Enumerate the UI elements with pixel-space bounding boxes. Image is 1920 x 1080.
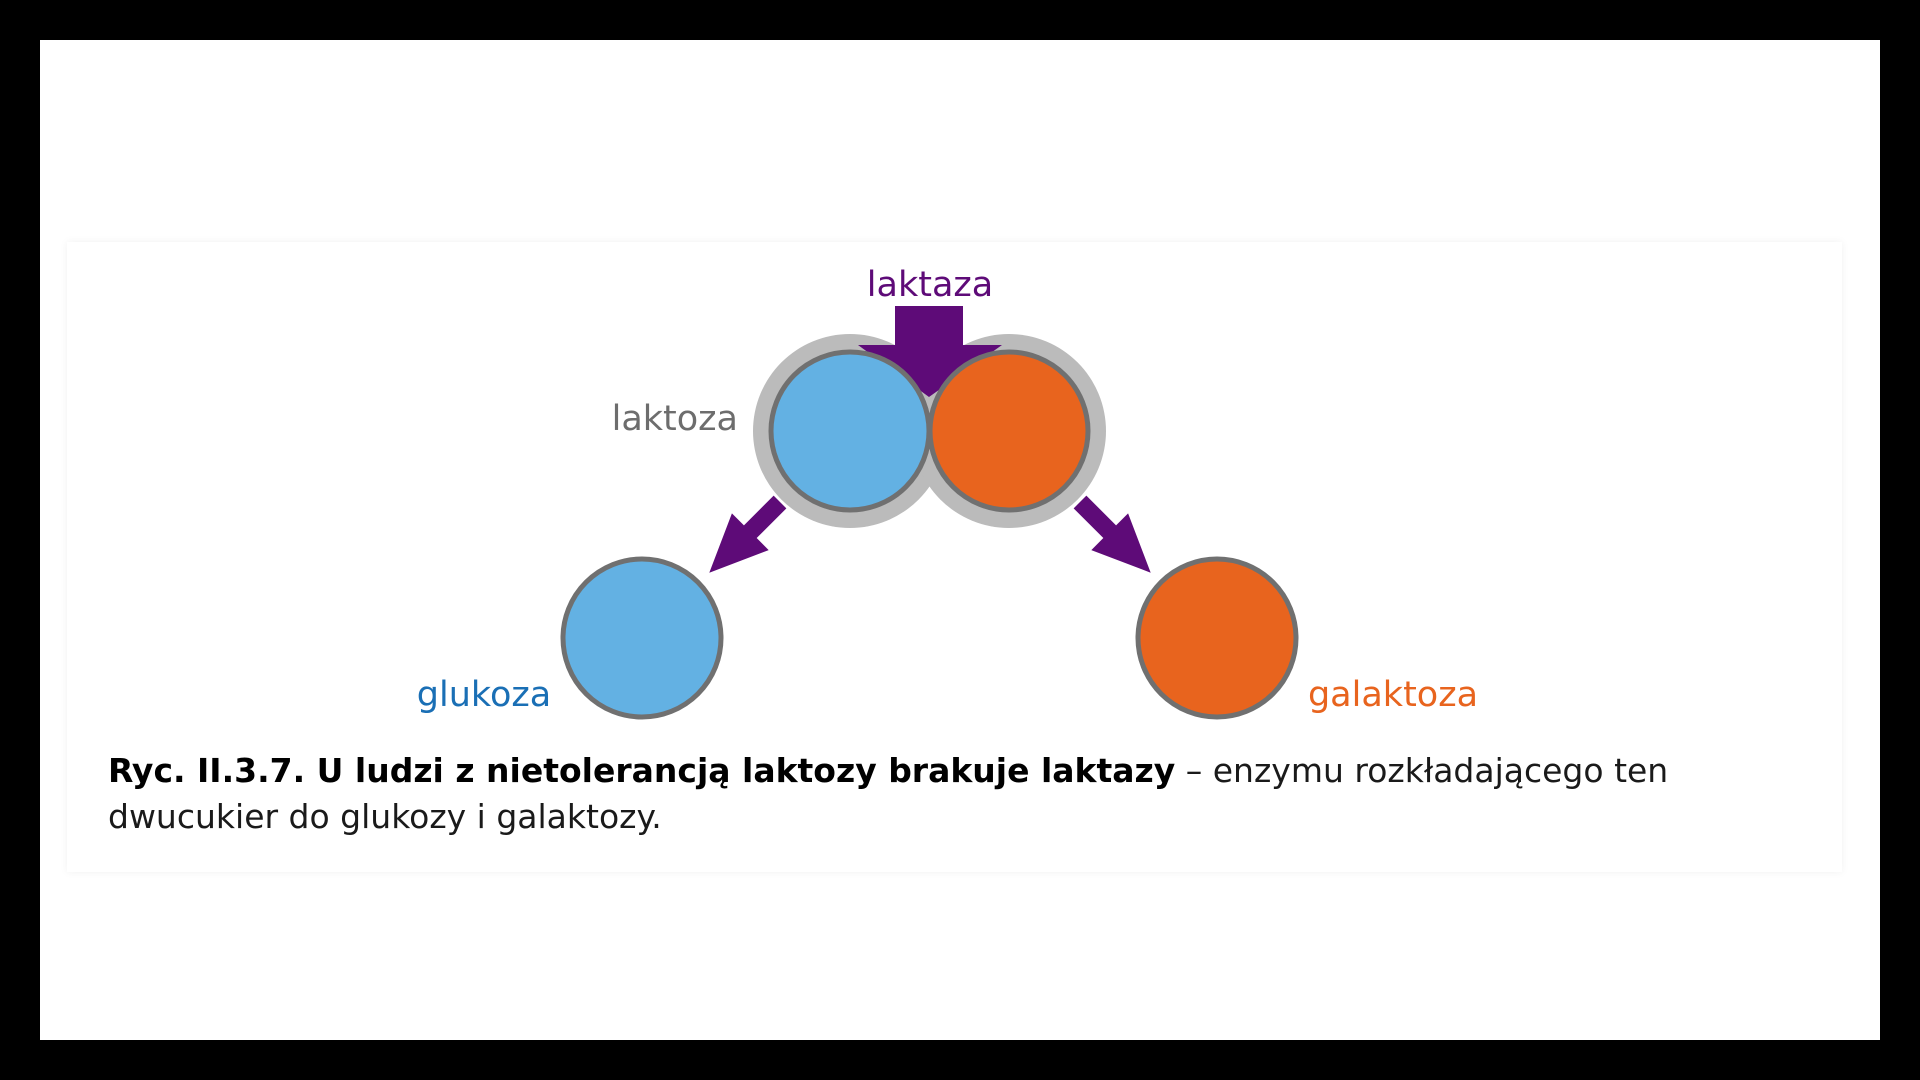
- enzyme-label: laktaza: [867, 265, 993, 305]
- lactose-glucose-unit: [768, 349, 932, 513]
- lactose-label: laktoza: [612, 399, 738, 439]
- glucose-label: glukoza: [417, 675, 551, 715]
- enzyme-arrow: [858, 306, 1002, 397]
- arrow-to-glucose: [709, 495, 787, 573]
- figure-caption: Ryc. II.3.7. U ludzi z nietolerancją lak…: [108, 748, 1808, 840]
- galactose-molecule: [1135, 556, 1299, 720]
- glucose-molecule: [560, 556, 724, 720]
- caption-bold: Ryc. II.3.7. U ludzi z nietolerancją lak…: [108, 751, 1176, 790]
- caption-text: – enzymu rozkładającego ten dwucukier do…: [108, 751, 1669, 836]
- arrow-to-galactose: [1073, 495, 1151, 573]
- lactose-galactose-unit: [927, 349, 1091, 513]
- galactose-label: galaktoza: [1308, 675, 1478, 715]
